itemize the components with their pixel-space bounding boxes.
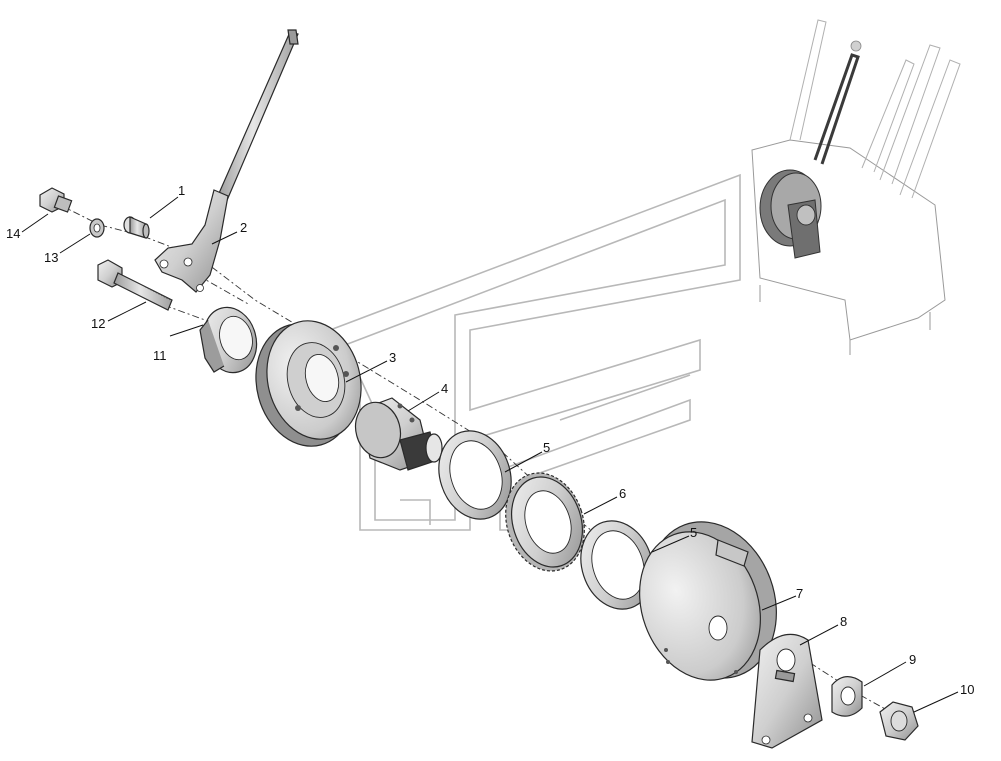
callout-1: 1: [178, 183, 185, 198]
washer-part-13: [89, 218, 105, 238]
callout-14: 14: [6, 226, 20, 241]
pulley-part-3: [255, 320, 362, 447]
curved-washer-part-9: [831, 676, 863, 717]
ring-part-5-first: [438, 430, 512, 520]
ring-part-5-second: [580, 520, 654, 610]
callout-5-first: 5: [543, 440, 550, 455]
callout-9: 9: [909, 652, 916, 667]
callout-6: 6: [619, 486, 626, 501]
gear-part-6: [505, 472, 585, 572]
callout-7: 7: [796, 586, 803, 601]
callout-3: 3: [389, 350, 396, 365]
lever-part-2: [154, 29, 299, 293]
clutch-hub-part-4: [354, 397, 443, 471]
callout-12: 12: [91, 316, 105, 331]
bracket-part-8: [751, 633, 823, 749]
hex-nut-part-10: [879, 701, 919, 741]
callout-13: 13: [44, 250, 58, 265]
bolt-part-14: [39, 187, 73, 213]
callout-4: 4: [441, 381, 448, 396]
callout-5-second: 5: [690, 525, 697, 540]
bushing-part-11: [199, 306, 258, 374]
pin-part-1: [123, 216, 150, 239]
callout-11: 11: [153, 348, 167, 363]
callout-10: 10: [960, 682, 974, 697]
callout-8: 8: [840, 614, 847, 629]
callout-labels: 1 2 3 4 5 6 5 7 8 9 10 11 12 13 14: [6, 183, 974, 697]
long-bolt-part-12: [97, 259, 173, 311]
assembled-unit-inset: [751, 19, 961, 355]
brake-drum-part-7: [639, 521, 777, 681]
leader-lines: [21, 196, 959, 713]
assembly-axis: [59, 204, 906, 721]
callout-2: 2: [240, 220, 247, 235]
